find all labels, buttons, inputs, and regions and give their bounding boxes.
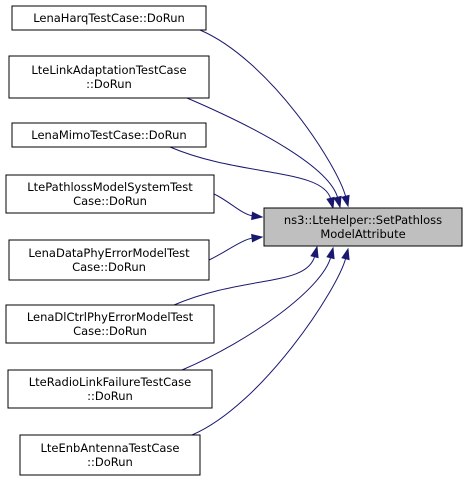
edge-lteenbantennatestcase-dorun (191, 257, 347, 436)
caller-node-ltepathlossmodelsystemtestcase-dorun-label-line-2: Case::DoRun (73, 194, 147, 208)
edge-lenadataphyerrormodeltestcase-dorun-arrowhead (251, 233, 264, 243)
target-node-set-pathloss-model-attribute-label-line-1: ns3::LteHelper::SetPathloss (284, 213, 442, 227)
edge-lenamimotestcase-dorun (169, 146, 332, 200)
caller-node-ltepathlossmodelsystemtestcase-dorun-box (5, 174, 215, 214)
caller-node-lenadlctrlphyerrormodeltestcase-dorun-label-line-1: LenaDlCtrlPhyErrorModelTest (27, 310, 194, 324)
edge-lteenbantennatestcase-dorun-arrowhead (341, 247, 350, 261)
caller-node-ltelinkadaptationtestcase-dorun[interactable]: LteLinkAdaptationTestCase::DoRun (8, 55, 210, 99)
edge-ltelinkadaptationtestcase-dorun (186, 97, 339, 199)
target-node-set-pathloss-model-attribute-box (263, 207, 463, 247)
edge-lteradiolinkfailuretestcase-dorun-arrowhead (326, 246, 335, 260)
caller-node-lteenbantennatestcase-dorun-label-line-1: LteEnbAntennaTestCase (41, 441, 180, 455)
caller-node-ltepathlossmodelsystemtestcase-dorun-label-line-1: LtePathlossModelSystemTest (27, 180, 193, 194)
edge-lenamimotestcase-dorun-arrowhead (326, 196, 335, 210)
caller-node-lteradiolinkfailuretestcase-dorun[interactable]: LteRadioLinkFailureTestCase::DoRun (7, 369, 213, 409)
target-node-set-pathloss-model-attribute[interactable]: ns3::LteHelper::SetPathlossModelAttribut… (263, 207, 463, 247)
caller-node-lenadataphyerrormodeltestcase-dorun-label-line-1: LenaDataPhyErrorModelTest (28, 246, 190, 260)
caller-node-lenadlctrlphyerrormodeltestcase-dorun-box (5, 304, 215, 344)
caller-node-ltelinkadaptationtestcase-dorun-label-line-1: LteLinkAdaptationTestCase (31, 63, 186, 77)
caller-node-lenadataphyerrormodeltestcase-dorun-box (8, 239, 210, 281)
edge-ltepathlossmodelsystemtestcase-dorun-arrowhead (251, 211, 264, 221)
caller-node-lenadlctrlphyerrormodeltestcase-dorun-label-line-2: Case::DoRun (73, 324, 147, 338)
caller-node-lenamimotestcase-dorun[interactable]: LenaMimoTestCase::DoRun (11, 122, 207, 148)
call-edges (169, 29, 350, 436)
target-node-set-pathloss-model-attribute-label-line-2: ModelAttribute (320, 227, 405, 241)
caller-node-lenaharqtestcase-dorun-label-line-1: LenaHarqTestCase::DoRun (33, 11, 185, 25)
edge-ltepathlossmodelsystemtestcase-dorun (213, 193, 254, 217)
caller-node-lenaharqtestcase-dorun-box (11, 5, 207, 31)
edge-lenadlctrlphyerrormodeltestcase-dorun-arrowhead (310, 245, 319, 259)
edge-lenaharqtestcase-dorun (199, 29, 347, 198)
edge-ltelinkadaptationtestcase-dorun-arrowhead (333, 195, 342, 209)
caller-node-lenaharqtestcase-dorun[interactable]: LenaHarqTestCase::DoRun (11, 5, 207, 31)
edge-lenadataphyerrormodeltestcase-dorun (208, 237, 254, 261)
caller-node-lenamimotestcase-dorun-label-line-1: LenaMimoTestCase::DoRun (31, 128, 186, 142)
caller-node-ltelinkadaptationtestcase-dorun-box (8, 55, 210, 99)
caller-node-ltelinkadaptationtestcase-dorun-label-line-2: ::DoRun (86, 77, 132, 91)
caller-node-lteradiolinkfailuretestcase-dorun-box (7, 369, 213, 409)
call-nodes: LenaHarqTestCase::DoRunLteLinkAdaptation… (5, 5, 463, 476)
caller-node-lenamimotestcase-dorun-box (11, 122, 207, 148)
caller-node-lteenbantennatestcase-dorun[interactable]: LteEnbAntennaTestCase::DoRun (19, 434, 201, 476)
edge-lteradiolinkfailuretestcase-dorun (181, 256, 332, 371)
caller-node-lenadataphyerrormodeltestcase-dorun-label-line-2: Case::DoRun (72, 260, 146, 274)
caller-node-lteenbantennatestcase-dorun-box (19, 434, 201, 476)
edge-lenadlctrlphyerrormodeltestcase-dorun (173, 255, 316, 306)
edge-lenaharqtestcase-dorun-arrowhead (341, 194, 350, 208)
caller-node-lteradiolinkfailuretestcase-dorun-label-line-1: LteRadioLinkFailureTestCase (29, 375, 191, 389)
caller-node-lteradiolinkfailuretestcase-dorun-label-line-2: ::DoRun (87, 389, 133, 403)
caller-node-lteenbantennatestcase-dorun-label-line-2: ::DoRun (87, 455, 133, 469)
